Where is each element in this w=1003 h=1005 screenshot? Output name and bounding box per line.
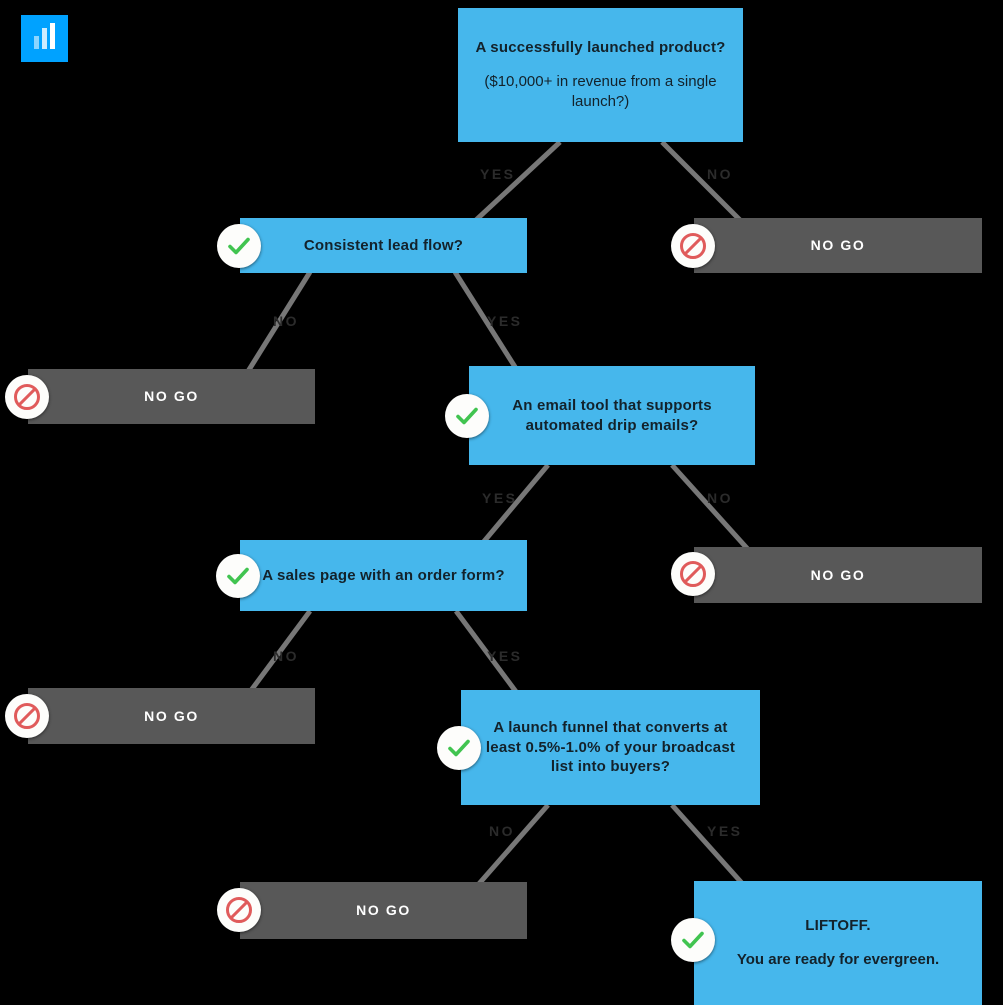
block-icon-node-10: [217, 888, 261, 932]
check-icon-node-6: [216, 554, 260, 598]
node-title: NO GO: [810, 237, 866, 254]
node-no-go-4[interactable]: NO GO: [28, 688, 315, 744]
edge-label-yes-5: YES: [707, 823, 743, 839]
node-no-go-3[interactable]: NO GO: [694, 547, 982, 603]
node-subtitle: ($10,000+ in revenue from a single launc…: [484, 73, 717, 110]
node-title: An email tool that supports automated dr…: [512, 396, 712, 434]
node-no-go-2[interactable]: NO GO: [28, 369, 315, 424]
logo-bar-1: [34, 36, 39, 49]
edge-label-no-3: NO: [707, 490, 733, 506]
node-title: Consistent lead flow?: [303, 236, 464, 254]
node-consistent-lead-flow[interactable]: Consistent lead flow?: [240, 218, 527, 273]
node-content: LIFTOFF. You are ready for evergreen.: [737, 916, 939, 970]
edge-label-no-1: NO: [707, 166, 733, 182]
node-email-tool-drip[interactable]: An email tool that supports automated dr…: [469, 366, 755, 465]
check-icon-node-11: [671, 918, 715, 962]
node-no-go-5[interactable]: NO GO: [240, 882, 527, 939]
node-title: LIFTOFF.: [805, 917, 871, 935]
logo-bar-2: [42, 28, 47, 49]
edge-label-no-2: NO: [273, 313, 299, 329]
check-icon-node-2: [217, 224, 261, 268]
block-icon-node-7: [671, 552, 715, 596]
edge-label-yes-1: YES: [480, 166, 516, 182]
block-icon-node-8: [5, 694, 49, 738]
node-launch-funnel-conversion[interactable]: A launch funnel that converts at least 0…: [461, 690, 760, 805]
node-title: NO GO: [144, 388, 199, 405]
node-title: NO GO: [810, 566, 866, 583]
node-content: A successfully launched product? ($10,00…: [472, 38, 729, 111]
node-title: NO GO: [144, 707, 199, 724]
edge-label-yes-3: YES: [482, 490, 518, 506]
node-title: A launch funnel that converts at least 0…: [485, 718, 736, 776]
check-icon-node-5: [445, 394, 489, 438]
edge-label-yes-4: YES: [487, 648, 523, 664]
node-title: A sales page with an order form?: [262, 566, 505, 584]
node-liftoff[interactable]: LIFTOFF. You are ready for evergreen.: [694, 881, 982, 1005]
edge-label-yes-2: YES: [487, 313, 523, 329]
node-successfully-launched-product[interactable]: A successfully launched product? ($10,00…: [458, 8, 743, 142]
node-sales-page-order-form[interactable]: A sales page with an order form?: [240, 540, 527, 611]
block-icon-node-3: [671, 224, 715, 268]
edge-label-no-5: NO: [489, 823, 515, 839]
block-icon-node-4: [5, 375, 49, 419]
check-icon-node-9: [437, 726, 481, 770]
edge-label-no-4: NO: [273, 648, 299, 664]
node-title: NO GO: [356, 902, 411, 919]
node-title: A successfully launched product?: [475, 39, 726, 57]
node-no-go-1[interactable]: NO GO: [694, 218, 982, 273]
logo-bar-3: [50, 23, 55, 49]
node-subtitle: You are ready for evergreen.: [736, 951, 940, 968]
bar-chart-icon: [21, 15, 68, 62]
